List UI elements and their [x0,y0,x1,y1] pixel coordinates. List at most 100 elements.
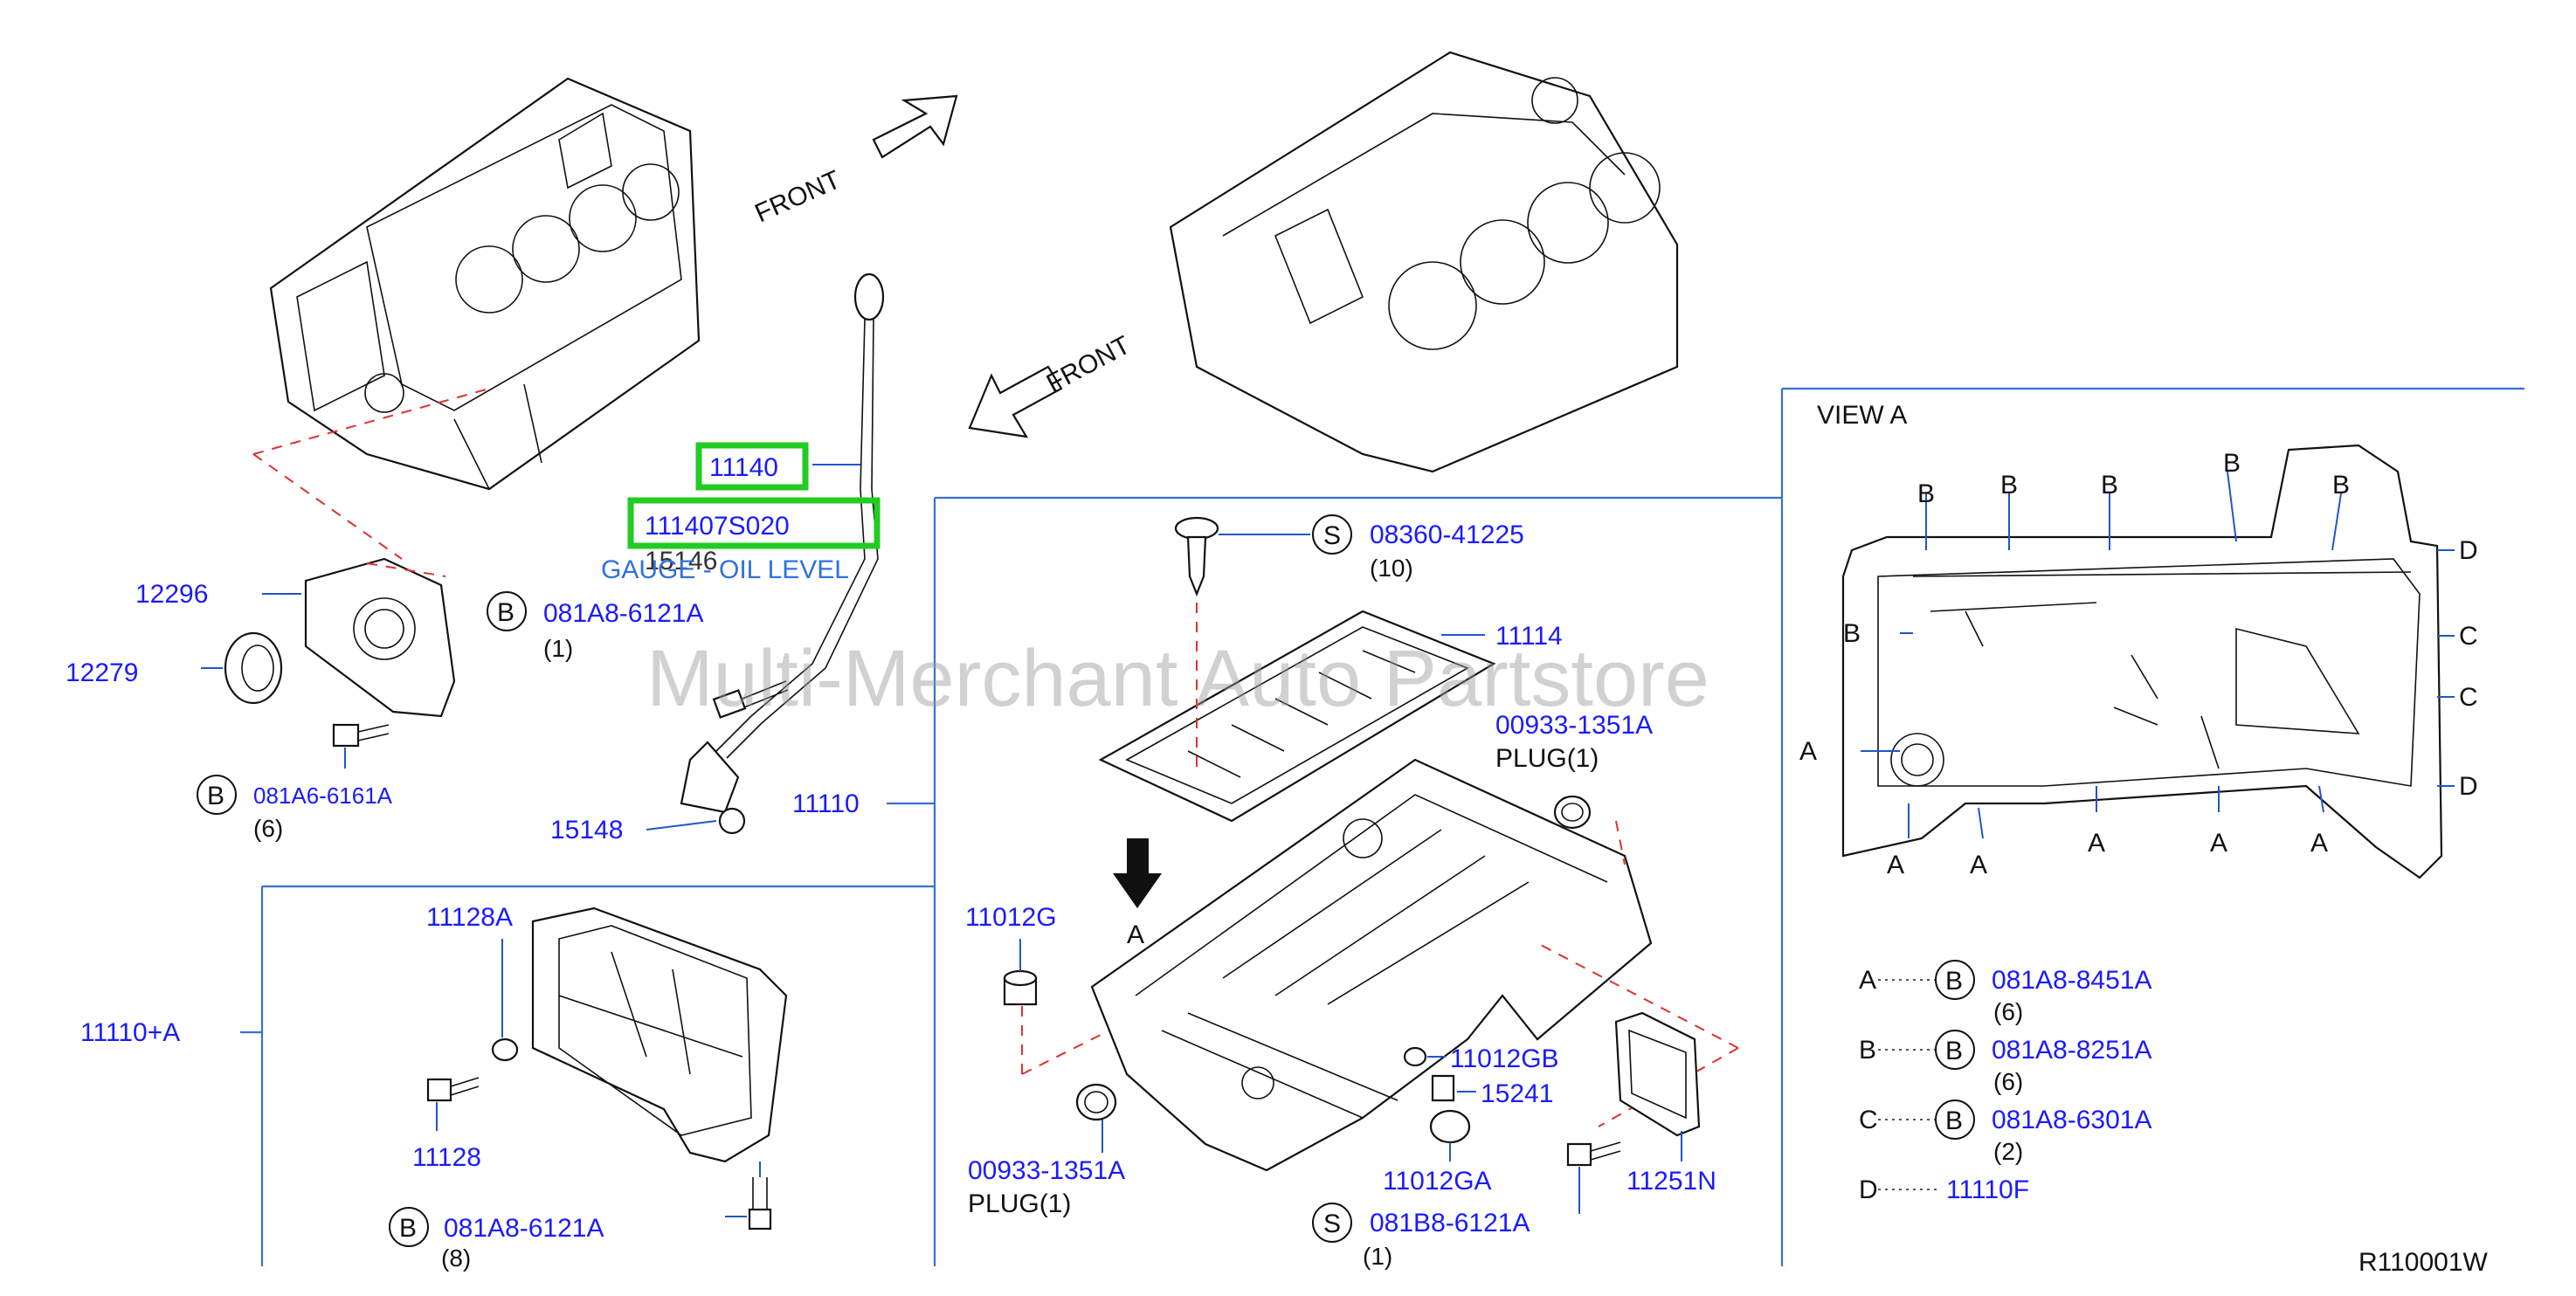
part-12296: 12296 [135,580,208,609]
bolt-11128 [426,1077,480,1131]
legend-row-c: C B 081A8-6301A (2) [1859,1100,2152,1165]
va-d1: D [2459,536,2478,565]
seal-12279 [201,631,283,705]
plug-15241 [1431,1074,1476,1102]
qty-081A8-bottom: (8) [441,1244,471,1272]
part-11012G: 11012G [965,903,1057,932]
qty-08360: (10) [1370,555,1413,582]
svg-text:B: B [1859,1036,1876,1065]
front-arrow-mid: FRONT [968,331,1136,438]
highlight-box-111407S020 [627,497,881,549]
highlight-box-11140 [695,442,809,491]
va-a3: A [1970,851,1987,879]
svg-text:C: C [1859,1106,1878,1134]
gasket-11114 [1098,610,1496,823]
svg-text:B: B [1945,1106,1963,1135]
cover-11251N [1614,1011,1701,1162]
bolt-symbol-b1 [197,775,237,815]
plug-ring-left [1075,1083,1117,1153]
va-a4: A [2088,829,2105,858]
legend-row-b: B B 081A8-8251A (6) [1859,1030,2152,1095]
ring-11012GA [1429,1109,1471,1162]
engine-block-left [269,77,701,491]
screw-symbol-s1 [1312,514,1352,555]
part-11012GB: 11012GB [1450,1044,1559,1073]
bolt-symbol-b3 [389,1207,429,1247]
drain-plug-11012G [1003,939,1038,1006]
front-cover-12296 [262,557,456,718]
part-15148: 15148 [550,816,623,844]
part-081B8-6121A: 081B8-6121A [1370,1209,1530,1237]
va-b4: B [2223,449,2241,478]
va-a1: A [1799,737,1817,766]
va-c1: C [2459,622,2478,651]
legend-row-a: A B 081A8-8451A (6) [1859,960,2152,1025]
part-00933-1351A-left: 00933-1351A [968,1156,1125,1185]
front-label-2: FRONT [1042,331,1136,399]
bolt-top [712,680,789,719]
plug-right-label: PLUG(1) [1495,744,1599,773]
part-081A8-6121A-bottom: 081A8-6121A [444,1214,604,1243]
svg-text:(2): (2) [1993,1138,2023,1165]
qty-081A6: (6) [253,815,283,842]
part-11128A: 11128A [426,903,513,932]
bolt-081A8-bottom [725,1162,772,1231]
part-12279: 12279 [66,658,138,687]
part-11110: 11110 [792,789,860,818]
screw-08360 [1174,516,1310,596]
va-a6: A [2310,829,2328,858]
diagram-code: R110001W [2358,1248,2489,1277]
view-a-drawing [1841,444,2443,879]
callouts: 11140 15146 111407S020 GAUGE - OIL LEVEL… [66,442,1716,1272]
main-oil-pan [1090,758,1653,1172]
svg-text:A: A [1859,966,1876,995]
svg-text:(6): (6) [1993,998,2023,1025]
part-15146-hidden: 15146 [645,547,717,576]
va-c2: C [2459,683,2478,712]
plug-left-label: PLUG(1) [968,1189,1071,1218]
part-081A6-6161A: 081A6-6161A [253,782,393,809]
svg-text:(6): (6) [1993,1068,2023,1095]
part-11114: 11114 [1495,622,1563,651]
front-label-1: FRONT [750,165,845,228]
part-11251N: 11251N [1626,1167,1716,1196]
washer-11012GB [1403,1046,1446,1067]
svg-text:B: B [399,1214,417,1243]
svg-text:S: S [1323,1210,1341,1238]
svg-text:081A8-6301A: 081A8-6301A [1992,1106,2152,1134]
part-11110-A: 11110+A [80,1018,180,1047]
small-oil-pan [531,907,788,1163]
svg-text:D: D [1859,1175,1878,1204]
front-arrow-top: FRONT [750,94,958,228]
oil-level-gauge [680,272,885,835]
bolt-081B8 [1566,1141,1621,1214]
svg-text:B: B [1945,967,1963,996]
frame-lines [240,387,2524,1266]
svg-text:081A8-8251A: 081A8-8251A [1992,1036,2152,1065]
gauge-oil-level-label: GAUGE - OIL LEVEL [601,555,849,584]
view-a-leaders [1861,471,2455,839]
screw-symbol-s2 [1312,1203,1352,1243]
part-11012GA: 11012GA [1383,1167,1492,1196]
svg-text:081A8-8451A: 081A8-8451A [1992,966,2152,995]
va-a2: A [1887,851,1904,879]
va-b6: B [1843,619,1861,648]
arrow-a-label: A [1127,920,1144,949]
washer-11128A [491,939,519,1062]
view-a-callouts: B B B B B B D C C D A A A A A A VIEW A [1799,401,2478,879]
engine-block-right [1169,51,1679,473]
watermark: Multi-Merchant Auto Partstore [646,634,1709,723]
part-11128: 11128 [412,1143,481,1172]
part-11140: 11140 [709,453,778,482]
part-111407S020: 111407S020 [645,512,790,541]
va-a5: A [2210,829,2227,858]
part-08360-41225: 08360-41225 [1370,520,1524,549]
va-d2: D [2459,772,2478,801]
view-a-arrow: A [1113,838,1162,949]
bolt-081A6 [332,723,390,769]
part-00933-1351A-right: 00933-1351A [1495,711,1653,740]
part-15241: 15241 [1481,1079,1553,1108]
svg-text:B: B [1945,1037,1963,1065]
svg-text:11110F: 11110F [1946,1175,2029,1204]
